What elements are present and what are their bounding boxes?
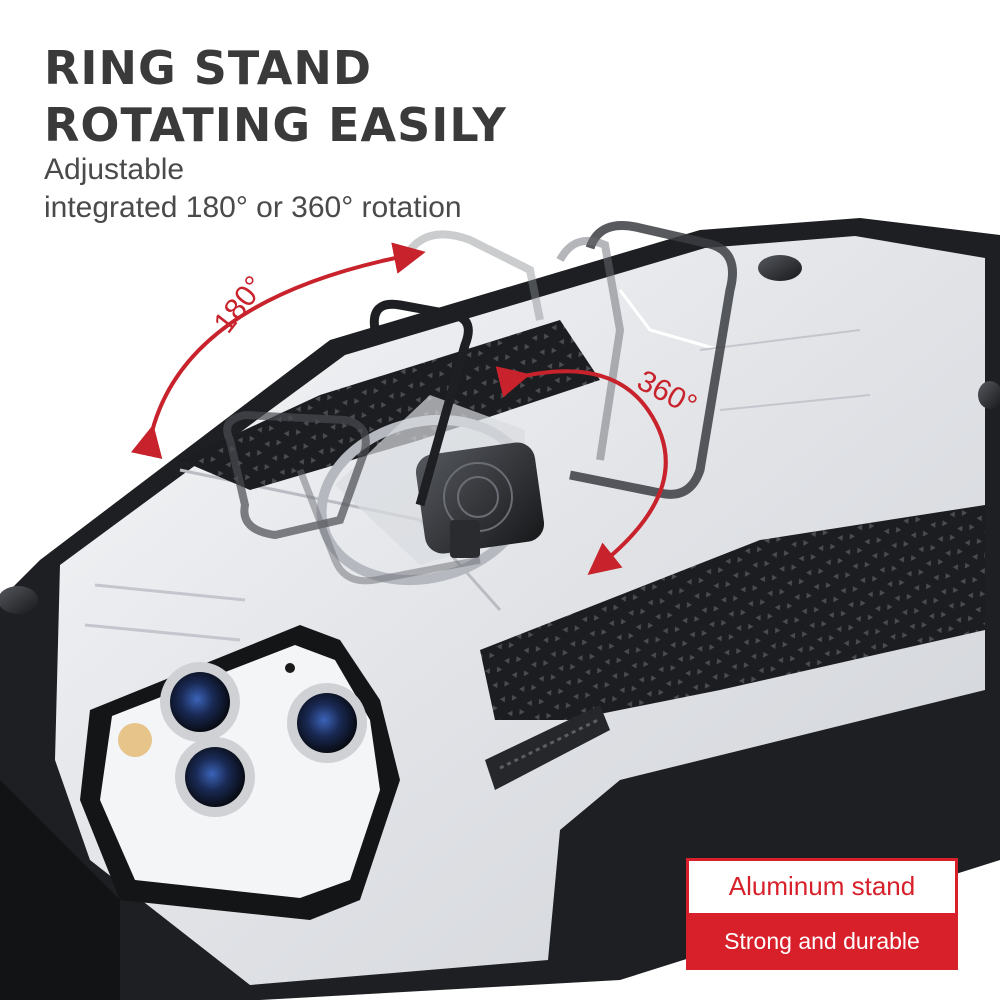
ring-frame-ghost-2 xyxy=(556,237,625,461)
camera-mic-dot xyxy=(285,663,295,673)
headline-line-2: ROTATING EASILY xyxy=(44,98,507,152)
ring-frame-ghost-1 xyxy=(569,221,737,499)
camera-flash xyxy=(118,723,152,757)
subheading-line-1: Adjustable xyxy=(44,153,185,186)
arrow-360 xyxy=(495,366,668,575)
screw-right xyxy=(978,381,1000,409)
arrow-180 xyxy=(130,242,426,460)
screw-left xyxy=(0,586,38,614)
side-button xyxy=(485,705,610,790)
camera-module xyxy=(80,625,400,920)
ring-frame-ghost-5 xyxy=(296,468,481,585)
screw-top-right xyxy=(758,255,802,281)
feature-badge: Aluminum stand Strong and durable xyxy=(686,858,958,970)
badge-title: Aluminum stand xyxy=(728,871,916,901)
subheading-line-2: integrated 180° or 360° rotation xyxy=(44,191,462,224)
tread-pad-bottom xyxy=(480,505,985,720)
badge-subtitle: Strong and durable xyxy=(689,913,955,970)
headline-line-1: RING STAND xyxy=(44,41,373,95)
